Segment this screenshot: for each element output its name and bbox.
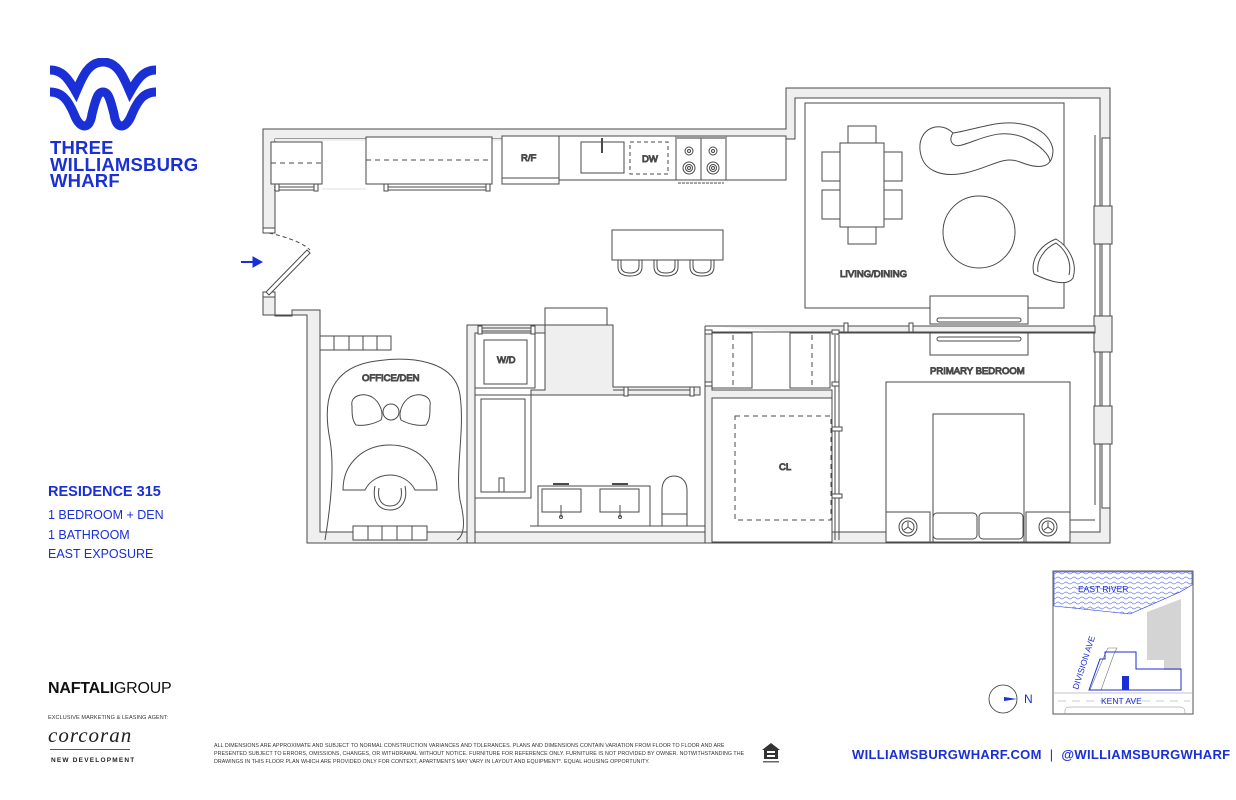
wave-w-logo-icon: [50, 58, 156, 131]
kitchen-counter: [501, 135, 787, 185]
map-label-river: EAST RIVER: [1078, 584, 1128, 594]
brand-name: THREE WILLIAMSBURG WHARF: [50, 137, 199, 191]
unit-marker: [1122, 676, 1129, 690]
river-pattern: [1053, 571, 1193, 615]
residence-info: RESIDENCE 315 1 BEDROOM + DEN 1 BATHROOM…: [48, 484, 164, 565]
room-label-living-dining: LIVING/DINING: [840, 269, 907, 280]
developer-name-bold: NAFTALI: [48, 680, 114, 697]
north-label: N: [1024, 692, 1033, 706]
legal-disclaimer: ALL DIMENSIONS ARE APPROXIMATE AND SUBJE…: [214, 743, 745, 765]
contact-links: WILLIAMSBURGWHARF.COM | @WILLIAMSBURGWHARF: [852, 747, 1230, 762]
door-jambs: [274, 183, 914, 397]
brand-name-line-3: WHARF: [50, 170, 120, 191]
living-dining-furniture: [804, 102, 1075, 325]
social-handle-link[interactable]: @WILLIAMSBURGWHARF: [1061, 747, 1231, 762]
appliance-label-dishwasher: DW: [642, 154, 658, 165]
agent-label: EXCLUSIVE MARKETING & LEASING AGENT:: [48, 715, 169, 721]
brand-name-line-2: WILLIAMSBURG: [50, 153, 199, 175]
entry-arrow-icon: [241, 256, 264, 268]
appliance-label-refrigerator: R/F: [521, 153, 537, 164]
residence-bathrooms: 1 BATHROOM: [48, 527, 130, 542]
equal-housing-icon: [762, 743, 780, 763]
room-label-primary-bedroom: PRIMARY BEDROOM: [930, 366, 1025, 377]
site-map: EAST RIVER DIVISION AVE KENT AVE: [1052, 570, 1194, 715]
room-label-office-den: OFFICE/DEN: [362, 373, 420, 384]
kitchen-island: [611, 229, 724, 277]
north-arrow-icon: N: [988, 684, 1033, 714]
east-windows: [1093, 135, 1113, 509]
bath-core: [466, 307, 708, 544]
residence-exposure: EAST EXPOSURE: [48, 547, 154, 561]
map-label-kent-ave: KENT AVE: [1101, 696, 1142, 706]
agent-logo-divider: [50, 749, 130, 750]
developer-name-light: GROUP: [113, 680, 172, 697]
room-label-closet: CL: [779, 462, 791, 473]
agent-subtitle: NEW DEVELOPMENT: [51, 757, 136, 764]
closets: [704, 326, 843, 544]
bedroom-furniture: [885, 381, 1095, 543]
appliance-label-washer-dryer: W/D: [497, 355, 516, 366]
brand-name-line-1: THREE: [50, 137, 114, 158]
living-bedroom-partition: [705, 325, 1096, 356]
office-den-furniture: [319, 335, 464, 541]
developer-logo: NAFTALIGROUP: [48, 680, 172, 698]
contact-separator: |: [1049, 747, 1054, 762]
agent-logo: corcoran: [48, 723, 133, 747]
residence-bedrooms: 1 BEDROOM + DEN: [48, 508, 164, 522]
kitchen-upper-cabinets: [270, 136, 493, 191]
building-outline: [1088, 651, 1182, 691]
entry-door: [262, 227, 311, 298]
residence-title: RESIDENCE 315: [48, 484, 161, 500]
website-link[interactable]: WILLIAMSBURGWHARF.COM: [852, 747, 1042, 762]
